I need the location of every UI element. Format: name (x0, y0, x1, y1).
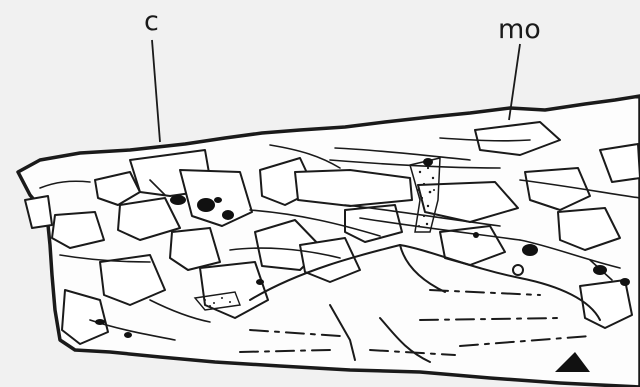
leader-c (152, 40, 160, 142)
clast (170, 228, 220, 270)
clast (295, 170, 412, 206)
clast (25, 196, 52, 228)
label-c: c (144, 6, 159, 37)
clast (52, 212, 104, 248)
label-mo: mo (498, 14, 541, 45)
